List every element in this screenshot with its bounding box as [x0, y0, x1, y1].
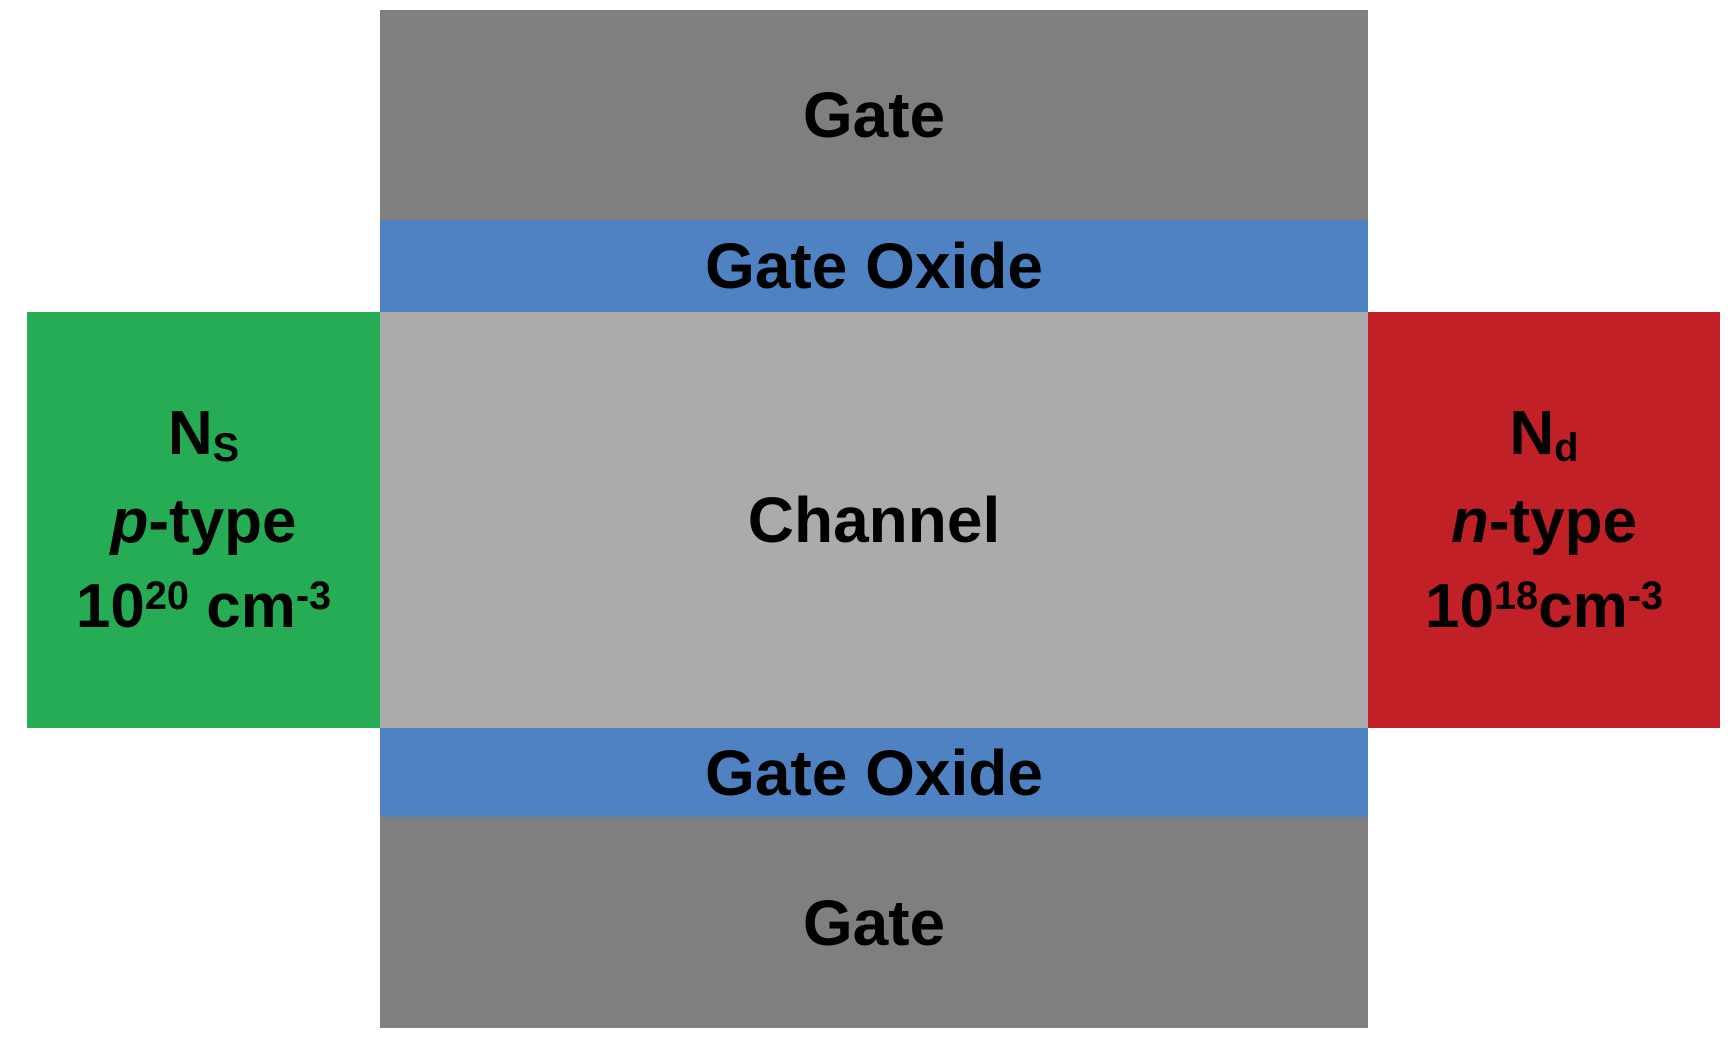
drain-concentration: 1018cm-3 [1425, 571, 1663, 641]
gate-oxide-bottom-layer: Gate Oxide [380, 728, 1368, 817]
source-symbol: NS [167, 398, 240, 470]
drain-dopant-type: n-type [1450, 486, 1637, 556]
channel-layer: Channel [380, 312, 1368, 728]
gate-top-layer: Gate [380, 10, 1368, 220]
gate-oxide-bottom-label: Gate Oxide [705, 736, 1043, 809]
gate-bottom-layer: Gate [380, 817, 1368, 1028]
drain-symbol: Nd [1509, 398, 1579, 470]
gate-oxide-top-label: Gate Oxide [705, 230, 1043, 302]
source-region: NS p-type 1020 cm-3 [27, 312, 380, 728]
gate-oxide-top-layer: Gate Oxide [380, 220, 1368, 312]
channel-label: Channel [747, 484, 1001, 556]
drain-region: Nd n-type 1018cm-3 [1368, 312, 1720, 728]
source-doping-text: NS p-type 1020 cm-3 [76, 397, 331, 644]
source-concentration: 1020 cm-3 [75, 571, 332, 641]
drain-doping-text: Nd n-type 1018cm-3 [1425, 397, 1663, 644]
source-dopant-type: p-type [110, 486, 297, 556]
gate-top-label: Gate [802, 79, 946, 151]
gate-bottom-label: Gate [802, 886, 946, 959]
